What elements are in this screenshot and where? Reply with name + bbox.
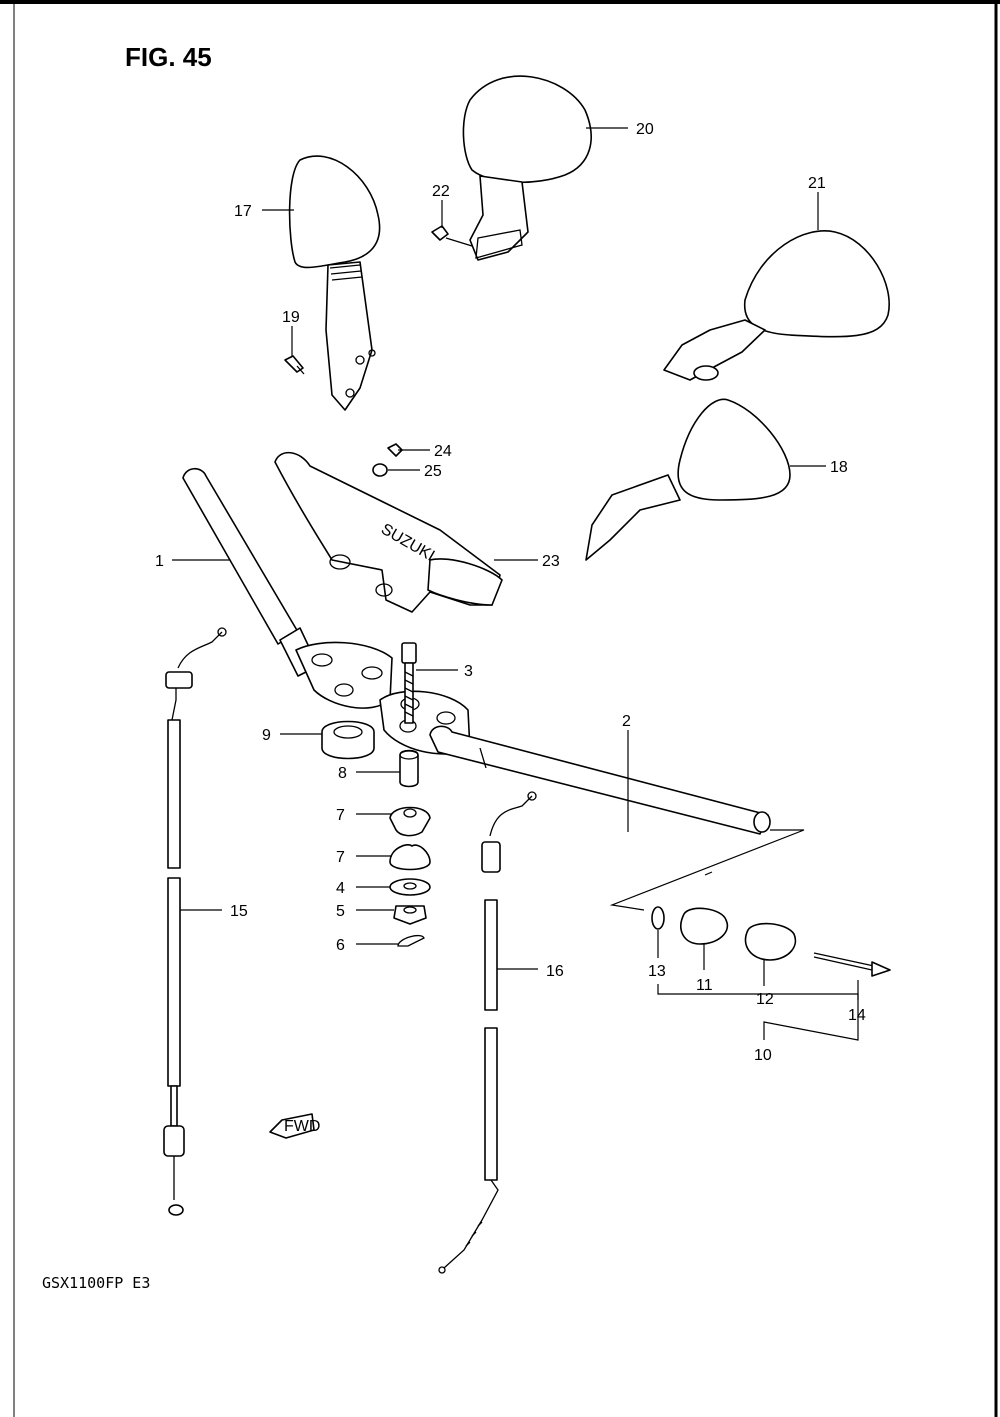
callout-24: 24 <box>434 443 452 460</box>
callout-23: 23 <box>542 553 560 570</box>
handlebar-left <box>182 467 393 709</box>
throttle-cable-15 <box>163 627 227 1216</box>
handlebar-cover: SUZUKI <box>274 451 503 613</box>
callout-8: 8 <box>338 765 347 782</box>
callout-6: 6 <box>336 937 345 954</box>
cushion-7a <box>389 806 431 837</box>
break-dash <box>704 871 713 876</box>
bolt-22 <box>431 225 473 247</box>
callout-25: 25 <box>424 463 442 480</box>
callout-3: 3 <box>464 663 473 680</box>
callout-12: 12 <box>756 991 774 1008</box>
callout-11: 11 <box>696 977 713 994</box>
callout-16: 16 <box>546 963 564 980</box>
leader-lines <box>172 127 859 1041</box>
throttle-cable-16 <box>438 791 537 1274</box>
washer-4 <box>389 878 431 896</box>
break-line <box>609 829 805 911</box>
spacer-8 <box>399 749 419 788</box>
balancer-11 <box>680 907 729 945</box>
handlebar-right <box>379 690 771 835</box>
mirror-right-upper <box>663 230 890 381</box>
callout-15: 15 <box>230 903 248 920</box>
callout-22: 22 <box>432 183 450 200</box>
callout-2: 2 <box>622 713 631 730</box>
callout-7b: 7 <box>336 849 345 866</box>
fwd-text: FWD <box>284 1118 320 1135</box>
callout-1: 1 <box>155 553 164 570</box>
mirror-right-lower <box>585 398 791 561</box>
callout-4: 4 <box>336 880 345 897</box>
callout-numbers: 1 2 3 4 5 6 7 7 8 9 10 11 12 13 14 15 16… <box>155 121 866 1064</box>
screw-14 <box>813 952 891 977</box>
callout-21: 21 <box>808 175 826 192</box>
fwd-arrow-icon: FWD <box>269 1113 320 1139</box>
bolt-19 <box>284 355 305 375</box>
callout-13: 13 <box>648 963 666 980</box>
bolt-3 <box>401 642 417 724</box>
mirror-top-center <box>462 75 592 261</box>
cushion-7b <box>389 844 431 871</box>
cotter-pin-6 <box>397 934 425 947</box>
callout-17: 17 <box>234 203 252 220</box>
model-code: GSX1100FP E3 <box>42 1274 150 1292</box>
balancer-12 <box>744 922 797 961</box>
washer-13 <box>651 906 665 930</box>
nut-25 <box>372 463 388 477</box>
callout-19: 19 <box>282 309 300 326</box>
mirror-left-upper <box>288 155 381 411</box>
washer-9 <box>321 720 375 760</box>
figure-title: FIG. 45 <box>125 42 212 72</box>
callout-18: 18 <box>830 459 848 476</box>
nut-5 <box>393 905 427 925</box>
callout-9: 9 <box>262 727 271 744</box>
callout-10: 10 <box>754 1047 772 1064</box>
callout-20: 20 <box>636 121 654 138</box>
callout-14: 14 <box>848 1007 866 1024</box>
callout-7a: 7 <box>336 807 345 824</box>
callout-5: 5 <box>336 903 345 920</box>
